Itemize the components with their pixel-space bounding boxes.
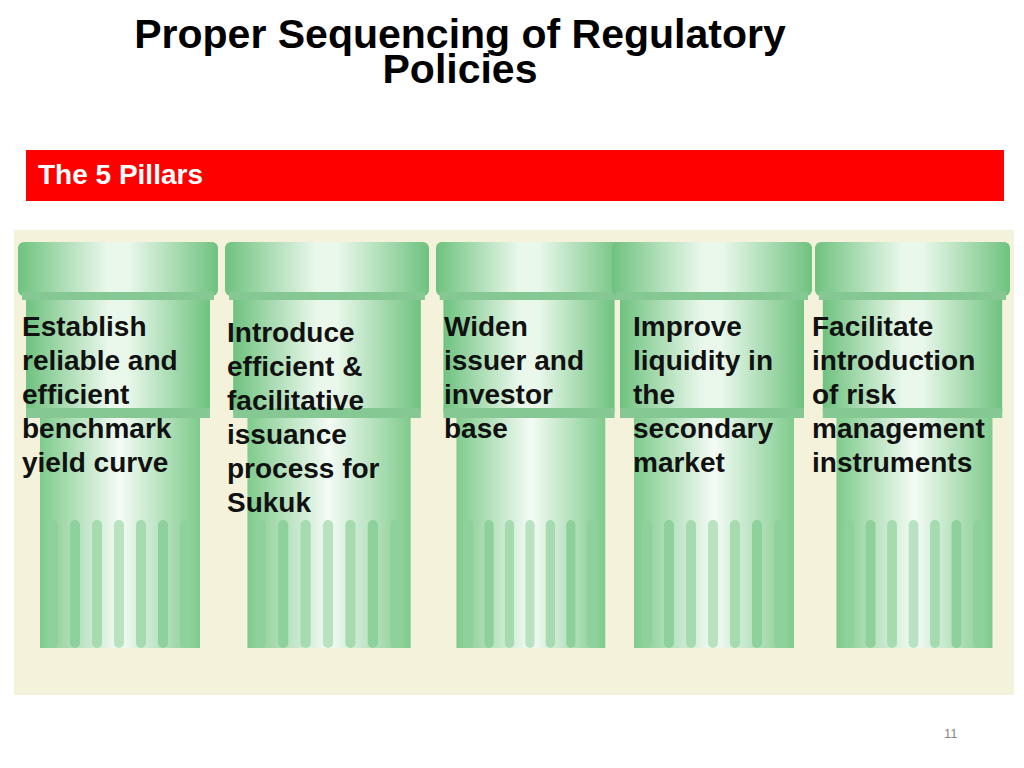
background-panel: [14, 230, 1014, 695]
node-text: Improve liquidity in the secondary marke…: [633, 310, 798, 480]
pillar-graphic: [612, 242, 812, 648]
section-band: The 5 Pillars: [26, 150, 1004, 201]
pillar-box: Widen issuer and investor base: [436, 242, 622, 648]
node-text: Facilitate introduction of risk manageme…: [812, 310, 997, 480]
pillar-box: Establish reliable and efficient benchma…: [18, 242, 218, 648]
pillar-graphic: [815, 242, 1010, 648]
page-number: 11: [944, 726, 958, 741]
node-text: Establish reliable and efficient benchma…: [22, 310, 217, 480]
pillar-box: Improve liquidity in the secondary marke…: [612, 242, 815, 648]
node-text: Introduce efficient & facilitative issua…: [227, 316, 407, 520]
pillar-box: Introduce efficient & facilitative issua…: [225, 242, 430, 648]
node-text: The 5 Pillars: [38, 158, 938, 192]
pillar-graphic: [225, 242, 429, 648]
pillar-graphic: [18, 242, 218, 648]
pillar-box: Facilitate introduction of risk manageme…: [812, 242, 1010, 648]
node-text: Widen issuer and investor base: [444, 310, 604, 446]
pillar-graphic: [436, 242, 622, 648]
slide-title: Proper Sequencing of Regulatory Policies: [110, 17, 810, 87]
